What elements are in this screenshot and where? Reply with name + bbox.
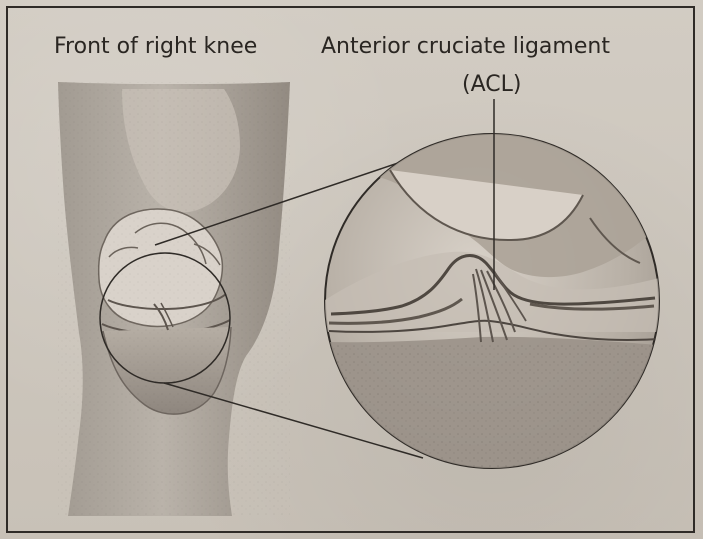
- magnified-knee-view: [325, 134, 659, 468]
- left-leg-illustration: [58, 82, 290, 516]
